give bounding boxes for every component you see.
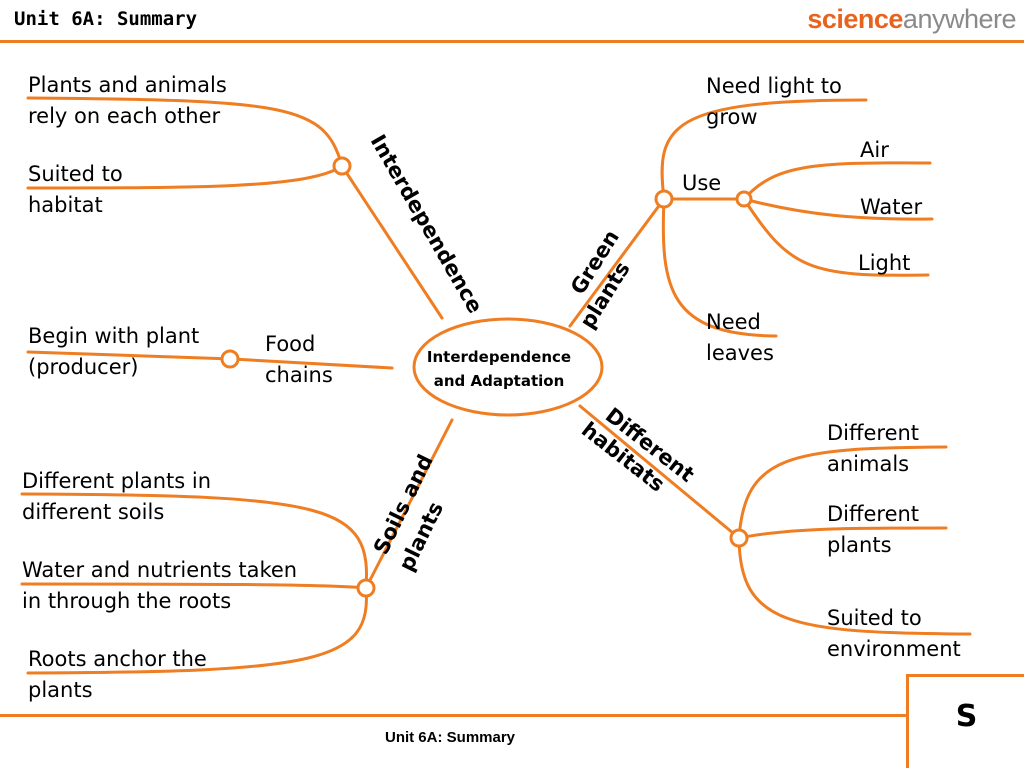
leaf-soils1-line1: Different plants in — [22, 469, 211, 493]
junction-food-chains — [220, 349, 240, 369]
label-food: Food — [265, 332, 315, 356]
spoke-soils — [364, 418, 454, 590]
branch-need-leaves — [661, 197, 778, 338]
leaf-soils3-line1: Roots anchor the — [28, 647, 207, 671]
leaf-air: Air — [860, 138, 889, 162]
branch-soils-mid — [20, 582, 368, 590]
leaf-rely-line1: Plants and animals — [28, 73, 227, 97]
leaf-begin-line2: (producer) — [28, 355, 138, 379]
branch-need-light — [660, 98, 868, 201]
branch-begin-plant — [26, 350, 234, 361]
spoke-habitats — [578, 404, 741, 540]
leaf-use: Use — [682, 171, 721, 195]
leaf-water: Water — [860, 195, 922, 219]
junction-interdependence — [332, 156, 352, 176]
leaf-suited-line2: habitat — [28, 193, 103, 217]
header-divider — [0, 40, 1024, 43]
leaf-diff-plants-line1: Different — [827, 502, 919, 526]
header-title: Unit 6A: Summary — [14, 8, 198, 30]
branch-water — [742, 197, 934, 221]
center-label-line1: Interdependence — [427, 348, 571, 366]
junction-use — [735, 190, 753, 208]
leaf-soils2-line1: Water and nutrients taken — [22, 558, 297, 582]
leaf-light: Light — [858, 251, 910, 275]
branch-light — [742, 197, 930, 277]
branch-soils-top — [20, 492, 369, 590]
leaf-suited-env-line2: environment — [827, 637, 961, 661]
spoke-food-chains — [230, 357, 394, 370]
brand-logo-part1: science — [807, 4, 903, 34]
branch-rely — [26, 96, 344, 168]
leaf-begin-line1: Begin with plant — [28, 324, 199, 348]
spoke-interdependence — [340, 164, 444, 320]
branch-suited-env — [737, 536, 972, 636]
label-chains: chains — [265, 363, 333, 387]
branch-air — [742, 161, 932, 201]
footer-letter: S — [955, 699, 978, 734]
leaf-need-leaves-line1: Need — [706, 310, 761, 334]
branch-diff-plants — [737, 526, 948, 540]
footer-divider — [0, 714, 908, 717]
brand-logo-part2: anywhere — [902, 4, 1017, 34]
leaf-diff-plants-line2: plants — [827, 533, 892, 557]
leaf-soils2-line2: in through the roots — [22, 589, 231, 613]
junction-green-plants — [654, 189, 674, 209]
leaf-need-light-line2: grow — [706, 105, 758, 129]
leaf-suited-line1: Suited to — [28, 162, 123, 186]
branch-suited-habitat — [26, 164, 344, 190]
footer-title: Unit 6A: Summary — [384, 729, 516, 746]
junction-habitats — [729, 528, 749, 548]
brand-logo: scienceanywhere — [807, 4, 1016, 35]
leaf-soils3-line2: plants — [28, 678, 93, 702]
leaf-diff-animals-line1: Different — [827, 421, 919, 445]
label-interdependence: Interdependence — [366, 131, 488, 318]
footer-badge: S — [906, 674, 1024, 768]
center-node — [412, 317, 604, 417]
junction-soils — [356, 578, 376, 598]
leaf-diff-animals-line2: animals — [827, 452, 909, 476]
leaf-need-leaves-line2: leaves — [706, 341, 774, 365]
branch-diff-animals — [737, 445, 948, 540]
leaf-rely-line2: rely on each other — [28, 104, 220, 128]
center-label-line2: and Adaptation — [434, 372, 565, 390]
leaf-soils1-line2: different soils — [22, 500, 164, 524]
spoke-green-plants — [568, 197, 666, 328]
branch-soils-bot — [26, 586, 368, 675]
leaf-suited-env-line1: Suited to — [827, 606, 922, 630]
leaf-need-light-line1: Need light to — [706, 74, 842, 98]
